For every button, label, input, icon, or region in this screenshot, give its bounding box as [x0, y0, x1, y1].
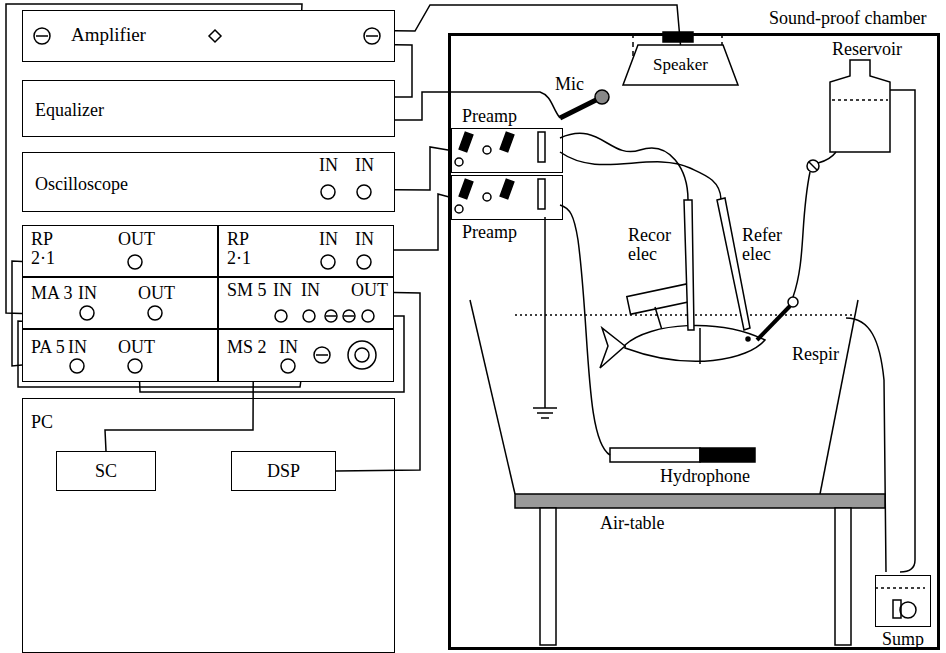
jack-label: IN: [279, 338, 298, 357]
rp-module: RP 2·1 OUT: [22, 225, 218, 277]
box-label: Preamp: [462, 223, 517, 242]
box-label: MS 2: [227, 338, 267, 357]
box-label: Amplifier: [71, 25, 146, 45]
sm-module: SM 5 IN IN OUT: [218, 277, 394, 329]
equalizer-box: Equalizer: [22, 80, 395, 137]
pc-box: PC SC DSP: [22, 398, 395, 653]
box-label: PA 5: [31, 338, 65, 357]
signal-wire: [395, 147, 451, 190]
box-label: Sump: [882, 630, 924, 649]
box-label: Oscilloscope: [35, 175, 128, 194]
jack-label: OUT: [351, 281, 388, 300]
speaker: Speaker: [623, 45, 738, 85]
ms-module: MS 2 IN: [218, 329, 394, 382]
jack-label: IN: [355, 156, 374, 175]
reservoir-label: Reservoir: [832, 40, 902, 59]
box-label: SC: [95, 462, 117, 481]
box-label: Sound-proof chamber: [769, 9, 926, 28]
jack-label: OUT: [118, 230, 155, 249]
sump-box: Sump: [875, 575, 931, 627]
jack-label: IN: [273, 281, 292, 300]
jack-label: IN: [319, 230, 338, 249]
box-label: RP 2·1: [227, 230, 261, 268]
signal-wire: [12, 261, 22, 366]
preamp-box: Preamp: [451, 175, 563, 220]
jack-label: IN: [319, 156, 338, 175]
jack-label: OUT: [118, 338, 155, 357]
oscilloscope-box: Oscilloscope IN IN: [22, 152, 395, 212]
jack-label: IN: [301, 281, 320, 300]
preamp-box: Preamp: [451, 128, 563, 173]
signal-wire: [395, 45, 412, 97]
pa-module: PA 5IN OUT: [22, 329, 218, 382]
air-table-label: Air-table: [600, 514, 665, 533]
rp-module: RP 2·1 IN IN: [218, 225, 394, 277]
hydrophone-label: Hydrophone: [660, 467, 750, 486]
box-label: Preamp: [462, 107, 517, 126]
jack-label: IN: [355, 230, 374, 249]
box-label: Equalizer: [35, 101, 104, 120]
box-label: PC: [31, 413, 53, 432]
box-label: MA 3: [31, 284, 73, 303]
electrode-label: Refer elec: [742, 226, 790, 264]
jack-label: IN: [68, 338, 87, 357]
jack-label: IN: [78, 284, 97, 303]
box-label: RP 2·1: [31, 230, 65, 268]
signal-wire: [6, 4, 302, 313]
box-label: SM 5: [227, 281, 267, 300]
box-label: DSP: [267, 462, 300, 481]
mic-label: Mic: [555, 75, 584, 94]
signal-wire: [18, 321, 301, 387]
amplifier-box: Amplifier: [22, 10, 395, 62]
signal-wire: [395, 5, 681, 45]
ma-module: MA 3 IN OUT: [22, 277, 218, 329]
box-label: Speaker: [653, 56, 708, 74]
signal-wire: [105, 382, 253, 451]
chamber-outline: Sound-proof chamberSpeakerPreampPreampSu…: [448, 33, 940, 650]
respirator-label: Respir: [792, 345, 839, 364]
jack-label: OUT: [138, 284, 175, 303]
speaker-cone: [623, 45, 738, 85]
signal-wire: [140, 316, 404, 392]
signal-wire: [394, 194, 451, 250]
electrode-label: Recor elec: [628, 226, 676, 264]
dsp-card: DSP: [231, 451, 336, 491]
sound-card: SC: [56, 451, 156, 491]
